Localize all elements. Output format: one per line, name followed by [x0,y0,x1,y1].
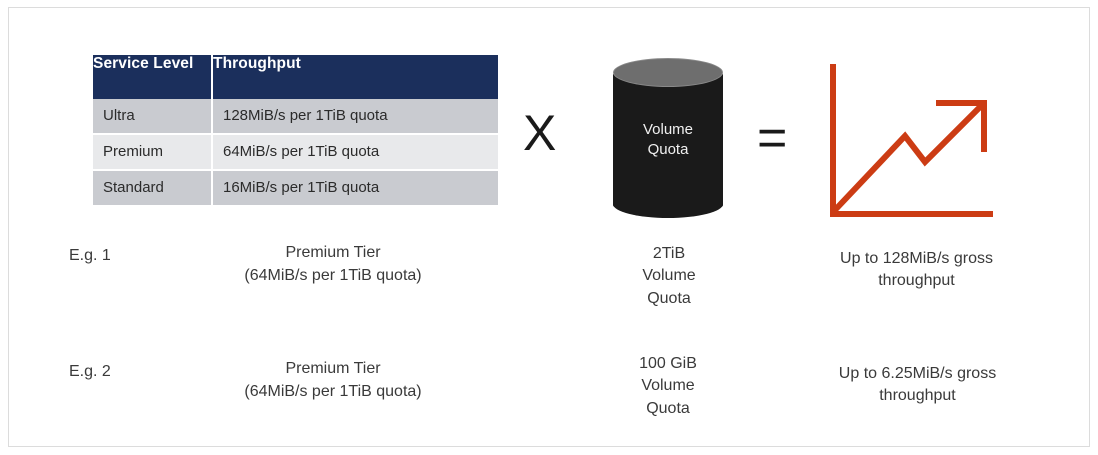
service-level-throughput-table: Service Level Throughput Ultra 128MiB/s … [93,55,498,205]
example-2-quota-line1: 100 GiB [639,355,697,372]
column-header-service-level: Service Level [93,55,213,99]
example-2-result: Up to 6.25MiB/s gross throughput [805,363,1030,408]
example-2-tier-line1: Premium Tier [285,360,381,377]
chart-arrow-head [936,100,987,152]
example-2-tier-line2: (64MiB/s per 1TiB quota) [244,383,422,401]
cell-service-level: Standard [93,170,213,205]
example-1-quota: 2TiB Volume Quota [613,243,725,310]
example-1-label: E.g. 1 [69,247,111,264]
example-2-quota-line3: Quota [646,399,690,417]
table-row: Ultra 128MiB/s per 1TiB quota [93,99,498,135]
cell-service-level: Ultra [93,99,213,135]
cylinder-label-line2: Quota [647,141,689,159]
example-2-quota: 100 GiB Volume Quota [607,353,729,420]
example-1-quota-line2: Volume [642,267,696,285]
example-1-tier-line2: (64MiB/s per 1TiB quota) [244,267,422,285]
example-1-result-line1: Up to 128MiB/s gross [840,250,993,267]
column-header-throughput: Throughput [212,55,498,99]
diagram-canvas: Service Level Throughput Ultra 128MiB/s … [8,7,1090,447]
cylinder-body [613,72,723,208]
table-row: Standard 16MiB/s per 1TiB quota [93,170,498,205]
multiply-operator: X [523,105,557,161]
chart-trend-line [832,101,986,213]
table-row: Premium 64MiB/s per 1TiB quota [93,134,498,171]
cylinder-top-ellipse [613,58,723,87]
table-header-row: Service Level Throughput [93,55,498,99]
column-header-service-level-line1: Service [93,55,149,72]
example-1-quota-line1: 2TiB [652,245,686,262]
column-header-service-level-line2: Level [153,55,194,72]
example-1-result-line2: throughput [878,272,955,290]
example-1-quota-line3: Quota [647,289,691,307]
table-body: Ultra 128MiB/s per 1TiB quota Premium 64… [93,99,498,205]
table-header: Service Level Throughput [93,55,498,99]
example-2-tier: Premium Tier (64MiB/s per 1TiB quota) [157,357,509,403]
equals-operator: = [757,109,788,167]
cell-throughput: 128MiB/s per 1TiB quota [212,99,498,135]
example-2-result-line2: throughput [879,387,956,405]
growth-line-chart-icon [830,64,993,217]
example-2-result-line1: Up to 6.25MiB/s gross [838,365,997,382]
example-2-quota-line2: Volume [641,377,695,395]
example-2-label: E.g. 2 [69,363,111,380]
cell-service-level: Premium [93,134,213,171]
example-1-tier: Premium Tier (64MiB/s per 1TiB quota) [157,241,509,287]
cell-throughput: 64MiB/s per 1TiB quota [212,134,498,171]
volume-quota-cylinder-icon: Volume Quota [613,58,723,220]
example-1-tier-line1: Premium Tier [285,244,381,261]
cylinder-label: Volume Quota [613,120,723,161]
cell-throughput: 16MiB/s per 1TiB quota [212,170,498,205]
example-1-result: Up to 128MiB/s gross throughput [809,248,1024,293]
cylinder-label-line1: Volume [642,121,694,138]
